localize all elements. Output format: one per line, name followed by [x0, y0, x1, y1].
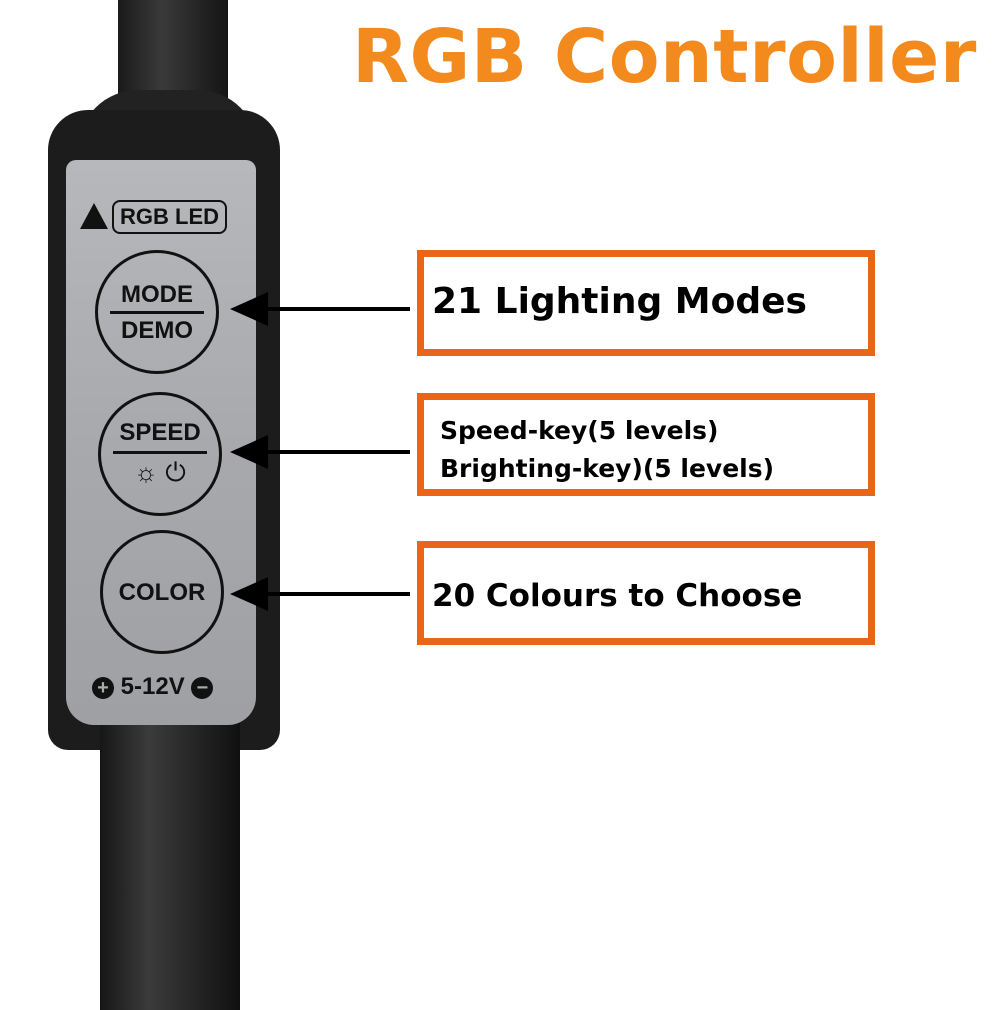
voltage-label: + 5-12V −	[92, 673, 214, 701]
color-button[interactable]: COLOR	[100, 530, 224, 654]
mode-demo-button[interactable]: MODE DEMO	[95, 250, 219, 374]
power-icon: ⏻	[165, 457, 186, 487]
callout-lighting-modes: 21 Lighting Modes	[417, 250, 875, 356]
callout-text: Speed-key(5 levels)	[440, 416, 719, 445]
callout-text: 20 Colours to Choose	[432, 578, 803, 614]
speed-button[interactable]: SPEED ☼ ⏻	[98, 392, 222, 516]
callout-text: Brighting-key)(5 levels)	[440, 454, 775, 483]
sun-brightness-icon: ☼	[134, 457, 159, 487]
plus-icon: +	[92, 676, 114, 699]
cable-bottom	[100, 720, 240, 1010]
callout-speed-brightness: Speed-key(5 levels) Brighting-key)(5 lev…	[417, 393, 875, 496]
voltage-text: 5-12V	[120, 673, 185, 700]
callout-colours: 20 Colours to Choose	[417, 541, 875, 645]
color-label: COLOR	[118, 579, 206, 606]
arrow-to-speed	[230, 435, 410, 469]
warning-triangle-icon	[80, 203, 108, 229]
demo-label: DEMO	[121, 317, 193, 344]
mode-label: MODE	[121, 281, 193, 308]
button-divider	[113, 451, 207, 454]
arrow-to-mode	[230, 292, 410, 326]
speed-label: SPEED	[119, 419, 201, 446]
page-title: RGB Controller	[352, 14, 977, 100]
button-divider	[110, 311, 204, 314]
arrow-to-color	[230, 577, 410, 611]
rgb-led-label: RGB LED	[112, 200, 227, 234]
callout-text: 21 Lighting Modes	[432, 281, 807, 322]
minus-icon: −	[191, 676, 214, 699]
